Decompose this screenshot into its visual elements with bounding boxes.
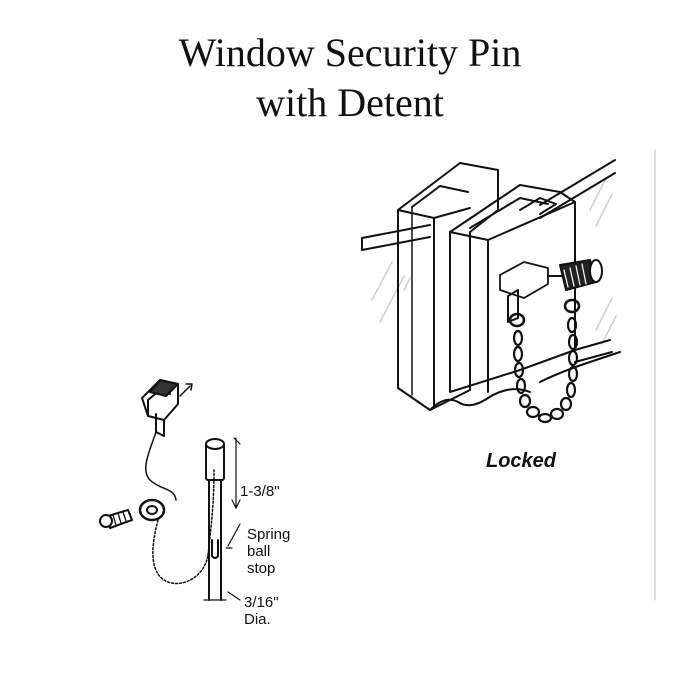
length-dimension-label: 1-3/8"	[240, 483, 280, 500]
title-line-2: with Detent	[256, 80, 444, 125]
spring-label-line-3: stop	[247, 560, 276, 577]
locked-label: Locked	[486, 450, 557, 472]
spring-label-line-2: ball	[247, 543, 271, 560]
title-line-1: Window Security Pin	[178, 30, 522, 75]
diameter-label-line-2: Dia.	[244, 611, 271, 628]
window-frame-illustration	[361, 149, 656, 601]
spring-ball-stop-label: Spring ball stop	[247, 526, 290, 577]
spring-label-line-1: Spring	[247, 526, 291, 543]
diameter-label: 3/16" Dia.	[244, 594, 279, 628]
diameter-label-line-1: 3/16"	[244, 594, 279, 611]
diagram-title: Window Security Pin with Detent	[0, 28, 700, 128]
parts-illustration	[99, 379, 241, 601]
